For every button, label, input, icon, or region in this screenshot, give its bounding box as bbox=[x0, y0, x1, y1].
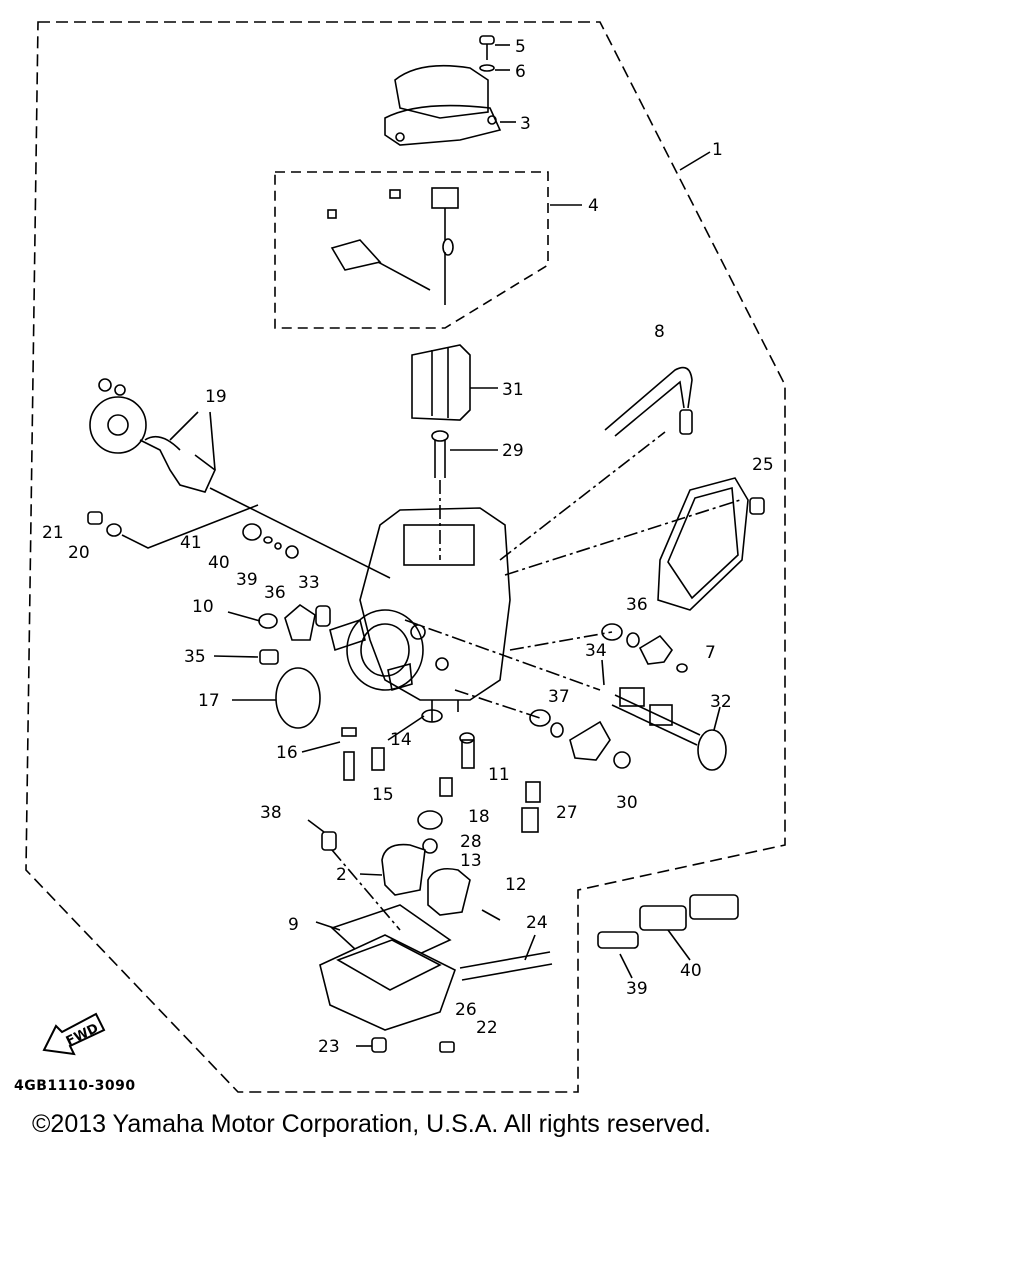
callout-34: 34 bbox=[585, 641, 607, 661]
callout-30: 30 bbox=[616, 793, 638, 813]
callout-27: 27 bbox=[556, 803, 578, 823]
callout-11: 11 bbox=[488, 765, 510, 785]
callout-1: 1 bbox=[712, 140, 723, 160]
callout-21: 21 bbox=[42, 523, 64, 543]
callout-31: 31 bbox=[502, 380, 524, 400]
callout-10: 10 bbox=[192, 597, 214, 617]
callout-3: 3 bbox=[520, 114, 531, 134]
part-24-tube bbox=[459, 951, 553, 981]
callout-18: 18 bbox=[468, 807, 490, 827]
label-leaders bbox=[169, 44, 721, 1047]
callout-39: 41 bbox=[180, 533, 202, 553]
callout-26: 26 bbox=[455, 1000, 477, 1020]
callout-41: 39 bbox=[626, 979, 648, 999]
callout-32: 32 bbox=[710, 692, 732, 712]
callout-4: 4 bbox=[588, 196, 599, 216]
screw-part bbox=[479, 35, 495, 72]
tube-8 bbox=[604, 366, 693, 437]
forward-arrow-icon: FWD bbox=[42, 1012, 106, 1056]
part-32-throttle-shaft bbox=[611, 687, 727, 771]
needle-assembly bbox=[327, 187, 459, 305]
callout-labels: 5 6 3 1 4 8 31 29 19 25 21 20 41 40 39 3… bbox=[42, 37, 774, 1057]
callout-2: 2 bbox=[336, 865, 347, 885]
callout-13: 13 bbox=[460, 851, 482, 871]
top-cover-part bbox=[384, 64, 502, 146]
callout-42: 40 bbox=[680, 961, 702, 981]
part-31-block bbox=[411, 344, 471, 421]
callout-28: 28 bbox=[460, 832, 482, 852]
callout-25: 25 bbox=[752, 455, 774, 475]
subassembly-box-4 bbox=[274, 171, 549, 329]
callout-38: 40 bbox=[208, 553, 230, 573]
callout-14: 14 bbox=[390, 730, 412, 750]
callout-17: 17 bbox=[198, 691, 220, 711]
part-17-o-ring bbox=[275, 667, 321, 729]
callout-15: 15 bbox=[372, 785, 394, 805]
left-small-parts bbox=[87, 487, 391, 665]
jets-cluster bbox=[341, 700, 541, 854]
part-2-floats bbox=[381, 843, 471, 916]
callout-33: 33 bbox=[298, 573, 320, 593]
part-40-screw bbox=[321, 831, 337, 851]
callout-16: 16 bbox=[276, 743, 298, 763]
part-12-pin bbox=[481, 909, 501, 921]
part-7-lever bbox=[601, 623, 688, 673]
callout-36-c: 37 bbox=[548, 687, 570, 707]
callout-37: 39 bbox=[236, 570, 258, 590]
float-bowl bbox=[319, 904, 456, 1053]
copyright-notice: ©2013 Yamaha Motor Corporation, U.S.A. A… bbox=[32, 1110, 711, 1138]
diagram-reference-code: 4GB1110-3090 bbox=[14, 1078, 136, 1094]
assembly-outline bbox=[25, 21, 786, 1093]
callout-29: 29 bbox=[502, 441, 524, 461]
part-19-accelerator-pump bbox=[89, 378, 216, 493]
callout-12: 12 bbox=[505, 875, 527, 895]
callout-19: 19 bbox=[205, 387, 227, 407]
callout-23: 23 bbox=[318, 1037, 340, 1057]
callout-9: 9 bbox=[288, 915, 299, 935]
part-29-needle-jet bbox=[431, 430, 449, 478]
carburetor-exploded-diagram: 5 6 3 1 4 8 31 29 19 25 21 20 41 40 39 3… bbox=[25, 21, 786, 1093]
callout-35: 35 bbox=[184, 647, 206, 667]
callout-36-b: 36 bbox=[626, 595, 648, 615]
part-25-cover bbox=[657, 477, 765, 611]
callout-40: 38 bbox=[260, 803, 282, 823]
callout-5: 5 bbox=[515, 37, 526, 57]
callout-20: 20 bbox=[68, 543, 90, 563]
callout-36-a: 36 bbox=[264, 583, 286, 603]
callout-22: 22 bbox=[476, 1018, 498, 1038]
callout-7: 7 bbox=[705, 643, 716, 663]
callout-6: 6 bbox=[515, 62, 526, 82]
part-30-lever bbox=[529, 709, 631, 769]
leader-lines bbox=[331, 431, 741, 931]
part-41-42-fittings bbox=[597, 894, 739, 949]
carburetor-body bbox=[329, 507, 511, 701]
callout-8: 8 bbox=[654, 322, 665, 342]
callout-24: 24 bbox=[526, 913, 548, 933]
